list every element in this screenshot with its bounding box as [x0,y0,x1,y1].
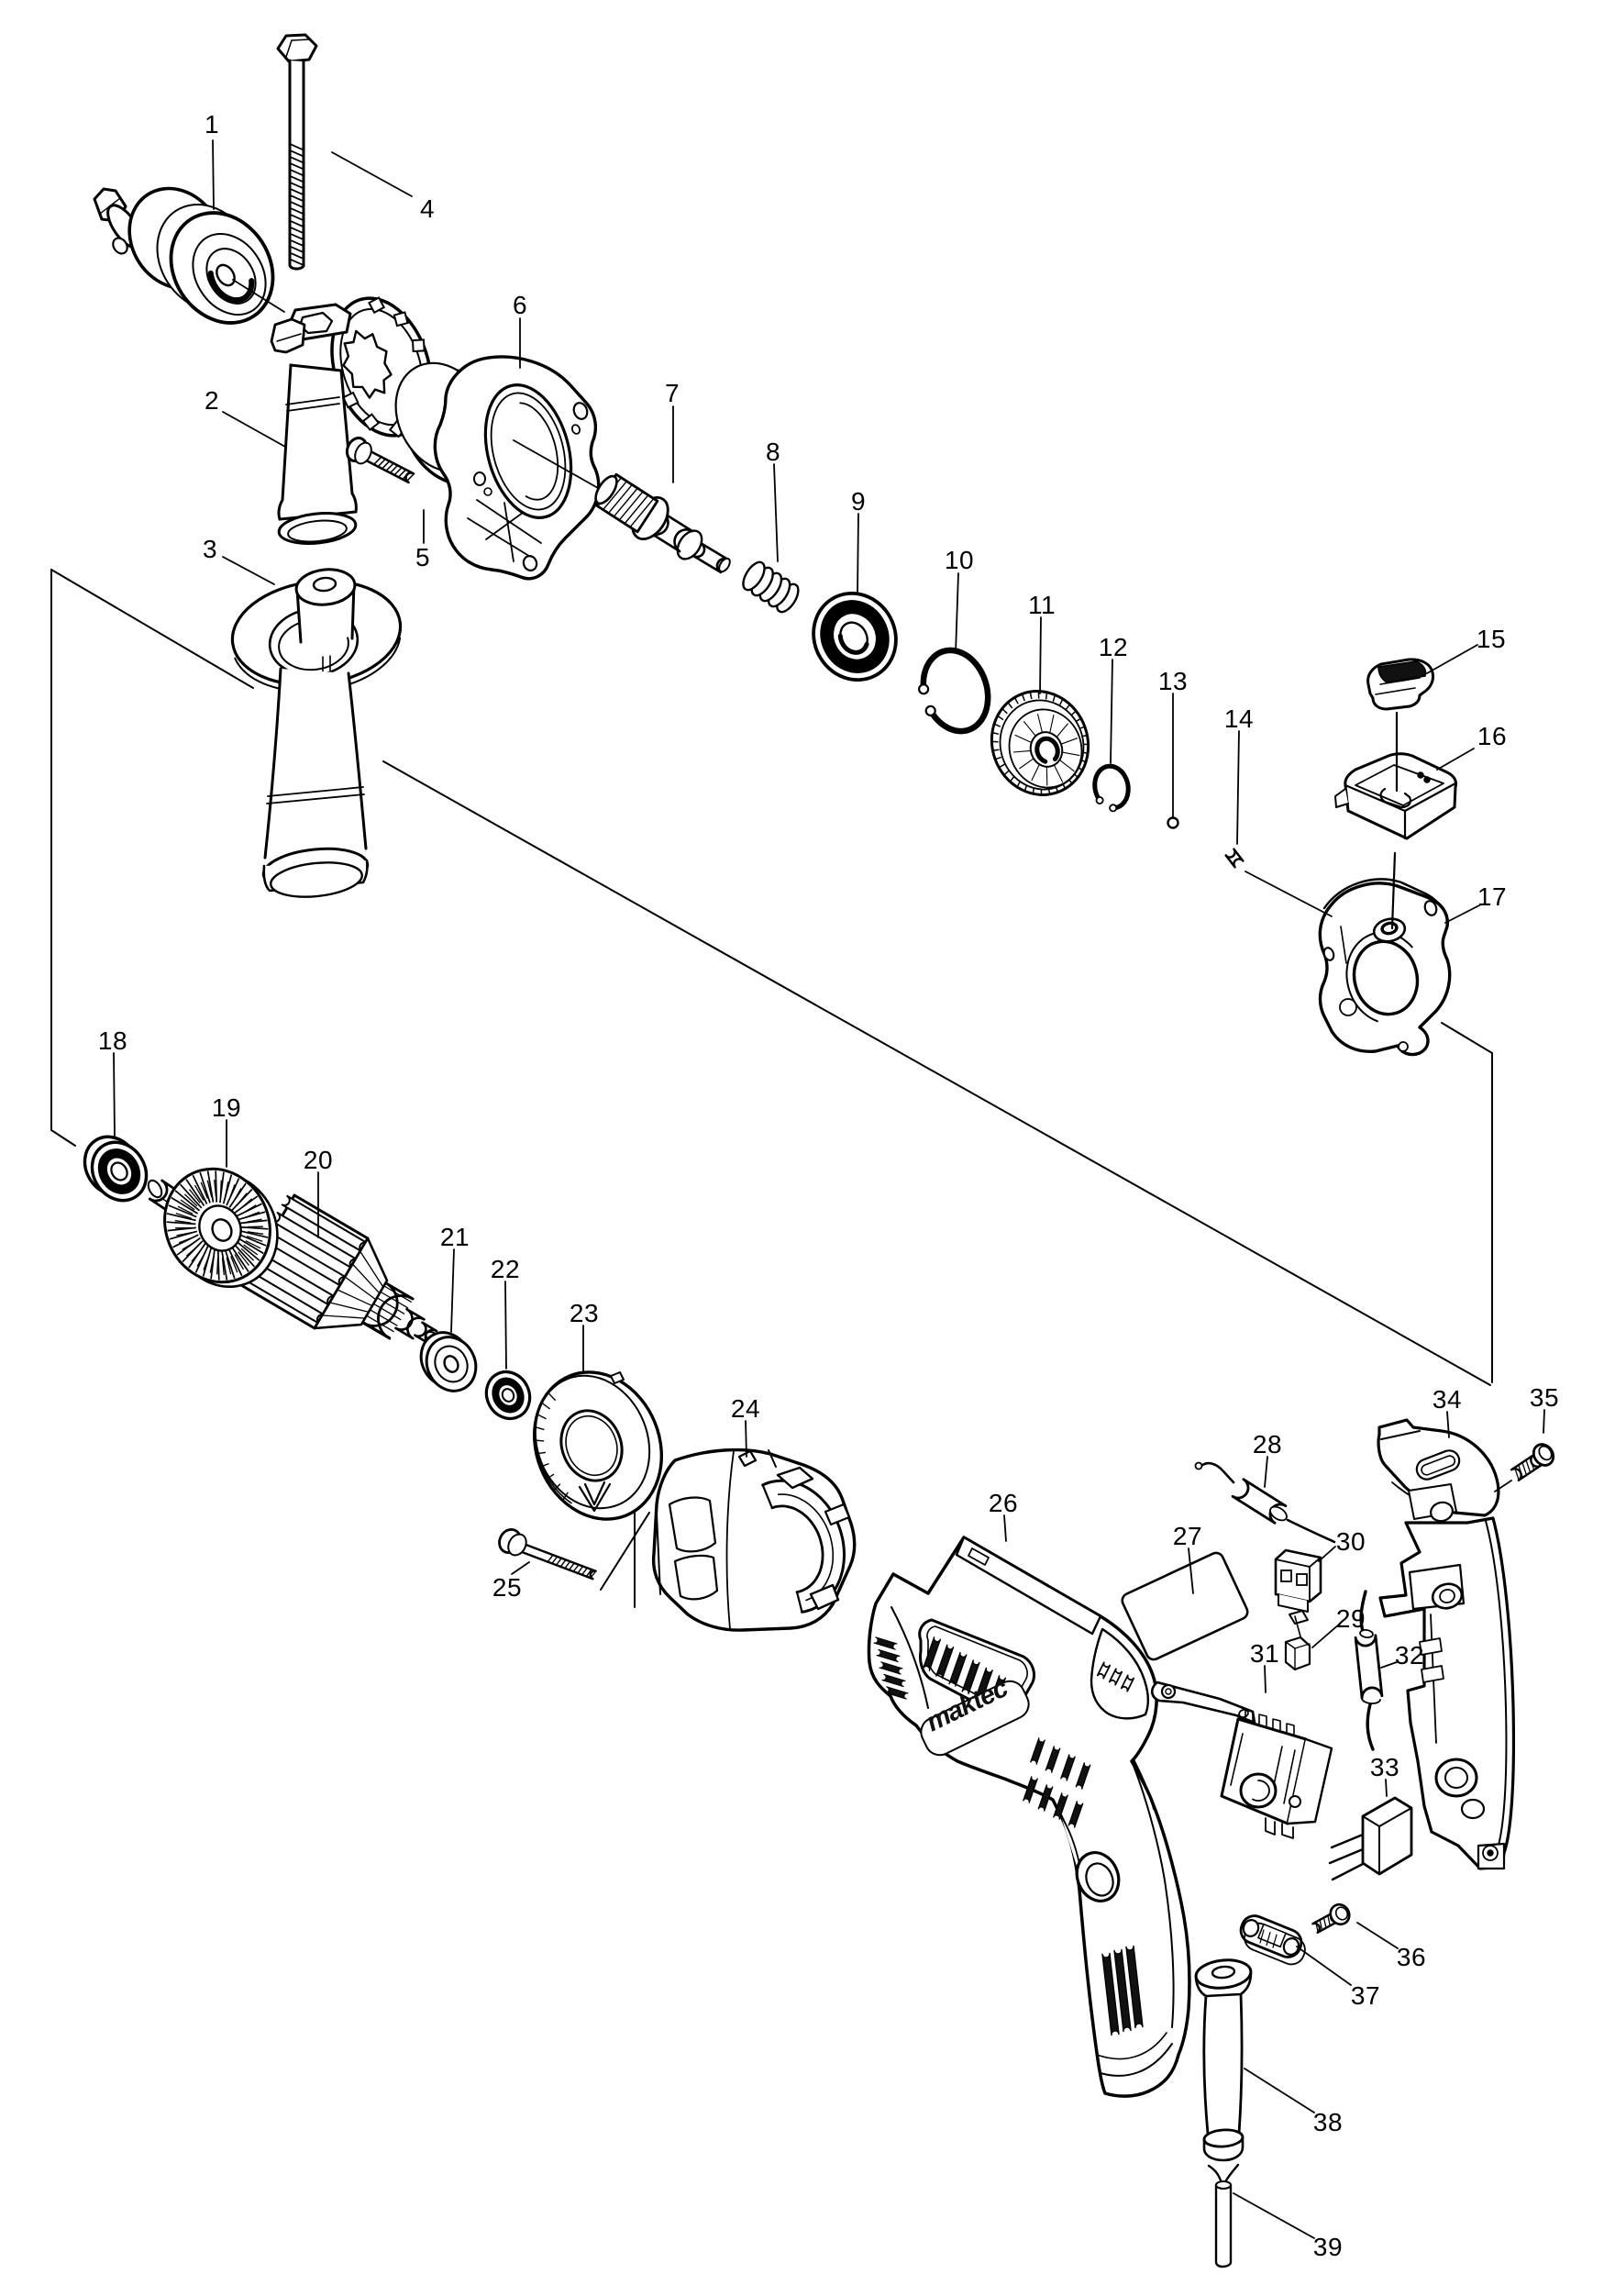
svg-text:15: 15 [1477,625,1506,653]
svg-text:29: 29 [1336,1604,1366,1633]
svg-text:37: 37 [1351,1981,1380,2010]
svg-text:7: 7 [665,379,680,407]
svg-text:8: 8 [766,438,780,466]
svg-text:1: 1 [205,110,219,139]
svg-text:26: 26 [989,1489,1018,1517]
svg-text:17: 17 [1477,882,1507,911]
svg-text:12: 12 [1099,633,1128,661]
svg-text:34: 34 [1433,1385,1462,1414]
svg-text:38: 38 [1313,2108,1343,2136]
svg-text:32: 32 [1395,1641,1424,1669]
svg-text:18: 18 [98,1026,127,1055]
svg-text:28: 28 [1253,1430,1282,1459]
svg-text:20: 20 [304,1146,333,1174]
svg-text:5: 5 [415,543,430,571]
svg-text:13: 13 [1158,667,1188,695]
svg-text:23: 23 [570,1299,599,1327]
svg-text:3: 3 [203,535,217,563]
svg-text:11: 11 [1028,591,1056,619]
svg-text:39: 39 [1313,2233,1343,2261]
svg-text:33: 33 [1370,1753,1399,1781]
svg-text:10: 10 [945,546,974,574]
svg-text:24: 24 [731,1394,760,1423]
svg-text:21: 21 [440,1223,470,1251]
svg-text:2: 2 [205,386,219,415]
svg-text:25: 25 [492,1573,522,1602]
svg-text:30: 30 [1336,1527,1366,1556]
svg-text:22: 22 [491,1255,520,1283]
svg-text:6: 6 [513,291,527,319]
svg-text:16: 16 [1477,722,1507,750]
svg-text:19: 19 [212,1093,241,1122]
svg-text:4: 4 [420,194,435,223]
svg-text:31: 31 [1250,1639,1279,1668]
svg-text:27: 27 [1173,1522,1202,1550]
svg-text:9: 9 [851,487,866,516]
svg-text:14: 14 [1224,704,1254,733]
svg-text:36: 36 [1397,1943,1426,1971]
svg-text:35: 35 [1530,1383,1559,1412]
